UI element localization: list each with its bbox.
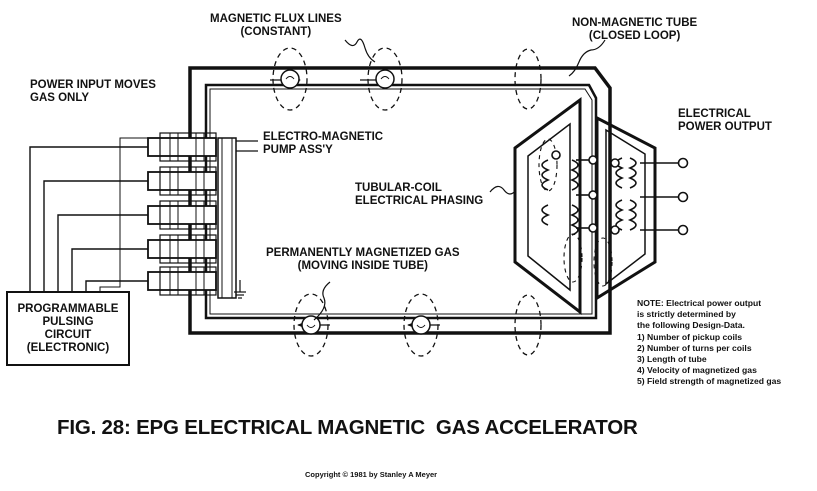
pump-stage xyxy=(147,200,217,230)
copyright-notice: Copyright © 1981 by Stanley A Meyer xyxy=(305,470,438,479)
note-item: 4) Velocity of magnetized gas xyxy=(637,365,757,376)
nonmagnetic-tube-label: NON-MAGNETIC TUBE (CLOSED LOOP) xyxy=(572,17,697,43)
electrical-output-label-line2: POWER OUTPUT xyxy=(678,121,772,133)
pump-stage xyxy=(147,234,217,264)
pump-stage xyxy=(147,266,217,296)
design-note: NOTE: Electrical power output is strictl… xyxy=(637,298,781,388)
note-line2: is strictly determined by xyxy=(637,309,736,320)
flux-lines-label-line2: (CONSTANT) xyxy=(240,26,312,38)
power-input-label-line1: POWER INPUT MOVES xyxy=(30,79,156,91)
pickup-coils-right xyxy=(610,157,689,236)
gas-particle xyxy=(514,294,542,356)
magnetized-gas-label-line2: (MOVING INSIDE TUBE) xyxy=(297,260,428,272)
magnetized-gas-particles xyxy=(272,47,613,357)
nonmagnetic-tube-label-line2: (CLOSED LOOP) xyxy=(588,30,681,42)
power-input-label-line2: GAS ONLY xyxy=(30,92,90,104)
ground-icon xyxy=(234,280,246,299)
pump-assembly-label-line1: ELECTRO-MAGNETIC xyxy=(263,131,384,143)
note-item: 2) Number of turns per coils xyxy=(637,342,752,353)
flux-lines-label-line1: MAGNETIC FLUX LINES xyxy=(210,13,342,25)
circuit-label-line3: CIRCUIT xyxy=(44,328,92,341)
pickup-coils-left xyxy=(541,150,598,236)
tubular-coil-label-line2: ELECTRICAL PHASING xyxy=(355,195,484,207)
flux-lines-label: MAGNETIC FLUX LINES (CONSTANT) xyxy=(210,13,342,39)
magnetized-gas-label-line1: PERMANENTLY MAGNETIZED GAS xyxy=(266,247,460,259)
circuit-label-line1: PROGRAMMABLE xyxy=(17,302,119,315)
gas-particle xyxy=(367,47,403,111)
electrical-output-label-line1: ELECTRICAL xyxy=(678,108,751,120)
note-item: 5) Field strength of magnetized gas xyxy=(637,376,782,387)
gas-particle xyxy=(514,48,542,110)
gas-particle xyxy=(293,293,329,357)
magnetized-gas-label: PERMANENTLY MAGNETIZED GAS (MOVING INSID… xyxy=(266,247,460,273)
tubular-coil-label: TUBULAR-COIL ELECTRICAL PHASING xyxy=(355,182,483,208)
pump-assembly xyxy=(147,132,246,299)
nonmagnetic-tube-label-line1: NON-MAGNETIC TUBE xyxy=(572,17,698,29)
pump-stage xyxy=(147,166,217,196)
programmable-pulsing-circuit: PROGRAMMABLE PULSING CIRCUIT (ELECTRONIC… xyxy=(6,291,130,366)
note-item: 1) Number of pickup coils xyxy=(637,331,743,342)
electrical-output-label: ELECTRICAL POWER OUTPUT xyxy=(678,108,772,134)
circuit-label-line4: (ELECTRONIC) xyxy=(26,341,110,354)
note-line1: NOTE: Electrical power output xyxy=(637,298,762,308)
note-line3: the following Design-Data. xyxy=(637,320,745,331)
coil-frame-right xyxy=(595,115,657,301)
gas-particle xyxy=(272,47,308,111)
coil-frame-left xyxy=(513,97,582,316)
power-input-label: POWER INPUT MOVES GAS ONLY xyxy=(30,79,156,105)
control-wiring xyxy=(29,137,148,291)
figure-title: FIG. 28: EPG ELECTRICAL MAGNETIC GAS ACC… xyxy=(57,416,638,439)
leader-lines xyxy=(236,38,606,321)
pump-assembly-label-line2: PUMP ASS'Y xyxy=(263,144,333,156)
pump-assembly-label: ELECTRO-MAGNETIC PUMP ASS'Y xyxy=(263,131,383,157)
tubular-coil-label-line1: TUBULAR-COIL xyxy=(355,182,442,194)
gas-particle xyxy=(403,293,439,357)
pump-stage xyxy=(147,132,217,162)
note-item: 3) Length of tube xyxy=(637,354,707,365)
circuit-label-line2: PULSING xyxy=(42,315,94,328)
